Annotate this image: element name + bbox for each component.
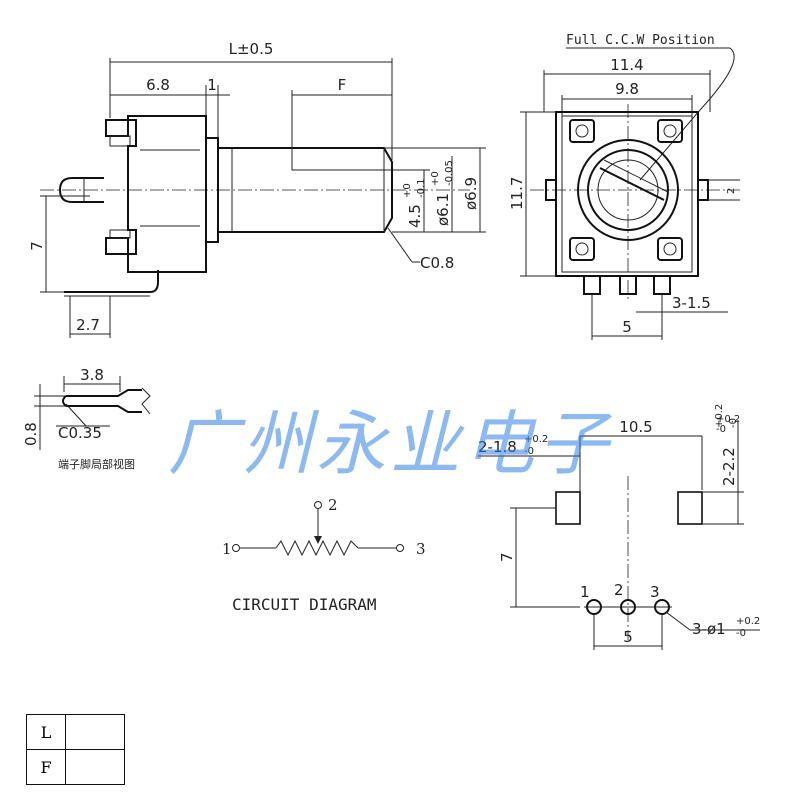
leader-holes xyxy=(665,611,691,631)
dim-tol-4-5-lower: -0.1 xyxy=(416,178,427,198)
front-shaft-flat-b xyxy=(603,159,669,193)
circuit-label-1: 1 xyxy=(222,540,232,558)
side-terminal-bottom-b xyxy=(109,229,131,239)
front-hole-br xyxy=(657,237,683,261)
dim-label-1: 1 xyxy=(207,76,217,94)
dim-label-c0-8: C0.8 xyxy=(420,254,454,272)
dim-label-pcb-pitch: 5 xyxy=(623,628,633,646)
dim-tol-slot-right-lower: -0 xyxy=(728,418,739,428)
terminal-profile xyxy=(66,389,142,413)
resistor-zigzag xyxy=(275,539,359,557)
dim-label-0-8: 0.8 xyxy=(22,422,40,446)
pcb-slot-right xyxy=(677,491,703,525)
table-value-l xyxy=(65,714,125,750)
circuit-diagram: 1 2 3 CIRCUIT DIAGRAM xyxy=(222,496,426,614)
front-pin-1 xyxy=(583,275,601,295)
dim-tol-10-5-lower: -0 xyxy=(716,424,726,435)
dim-tol-slot-left-upper: +0.2 xyxy=(524,434,548,445)
side-flange xyxy=(205,137,219,243)
table-row: L xyxy=(26,714,125,750)
side-shaft xyxy=(218,147,393,233)
front-hole-tr xyxy=(657,119,683,143)
dim-label-6-1: ø6.1 xyxy=(434,193,452,226)
circuit-terminal-1 xyxy=(232,544,240,552)
side-view: L±0.5 6.8 1 F 7 2.7 4.5 +0 -0.1 ø6.1 +0 xyxy=(28,40,486,338)
dim-label-11-4: 11.4 xyxy=(610,56,643,74)
dim-label-3-8: 3.8 xyxy=(80,366,104,384)
pcb-layout: 10.5 +0.2 -0 2-1.8 +0.2 -0 2-2.2 +0.2 -0… xyxy=(478,404,760,650)
dim-label-7: 7 xyxy=(28,241,46,251)
dim-label-11-7: 11.7 xyxy=(508,177,526,210)
pcb-pin-label-2: 2 xyxy=(614,581,624,599)
circuit-terminal-3 xyxy=(396,544,404,552)
dim-tol-10-5-upper: +0.2 xyxy=(716,414,740,425)
pcb-pin-label-1: 1 xyxy=(580,583,590,601)
front-pin-2 xyxy=(619,275,637,295)
leader-c0-8 xyxy=(387,227,413,263)
dim-tol-slot-right-upper: +0.2 xyxy=(714,404,725,428)
front-hole-br-circle xyxy=(663,242,677,256)
table-key-f: F xyxy=(26,749,66,785)
dim-tol-6-1-upper: +0 xyxy=(430,171,441,186)
dim-label-2-7: 2.7 xyxy=(76,316,100,334)
front-body-inner xyxy=(561,115,693,273)
dim-label-f: F xyxy=(338,76,347,94)
ccw-leader xyxy=(639,47,735,181)
terminal-tip xyxy=(62,395,67,407)
side-terminal-top-b xyxy=(109,135,131,147)
terminal-detail: 3.8 0.8 C0.35 端子脚局部视图 xyxy=(22,366,151,471)
terminal-break xyxy=(141,387,151,415)
front-shaft-flat xyxy=(599,167,665,201)
leader-c0-35 xyxy=(65,403,87,427)
pcb-slot-left xyxy=(555,491,581,525)
dim-label-holes: 3-ø1 xyxy=(692,620,726,638)
dim-label-4-5: 4.5 xyxy=(406,204,424,228)
dim-label-pin-width: 3-1.5 xyxy=(672,294,711,312)
dim-label-slot-right: 2-2.2 xyxy=(720,447,738,486)
lf-table: L F xyxy=(26,714,125,785)
dim-label-10-5: 10.5 xyxy=(619,418,652,436)
front-hole-tl-circle xyxy=(575,124,589,138)
side-body xyxy=(127,115,207,273)
circuit-label-3: 3 xyxy=(416,540,426,558)
pcb-pin-label-3: 3 xyxy=(650,583,660,601)
terminal-caption: 端子脚局部视图 xyxy=(58,457,135,471)
dim-label-6-9: ø6.9 xyxy=(462,177,480,210)
watermark: 广州永业电子 xyxy=(168,403,612,485)
dim-label-l: L±0.5 xyxy=(229,40,274,58)
side-knob-stub xyxy=(58,177,104,203)
table-row: F xyxy=(26,749,125,785)
front-view: Full C.C.W Position 11.4 9.8 xyxy=(508,33,740,340)
front-hole-tr-circle xyxy=(663,124,677,138)
ccw-note: Full C.C.W Position xyxy=(566,33,715,48)
dim-tol-holes-upper: +0.2 xyxy=(736,616,760,627)
dim-label-slot-left: 2-1.8 xyxy=(478,438,517,456)
front-pin-3 xyxy=(653,275,671,295)
table-key-l: L xyxy=(26,714,66,750)
side-terminal-top xyxy=(105,119,129,137)
dim-label-c0-35: C0.35 xyxy=(58,424,102,442)
dim-tol-holes-lower: -0 xyxy=(736,628,746,639)
front-hole-bl xyxy=(569,237,595,261)
dim-tol-4-5-upper: +0 xyxy=(402,183,413,198)
dim-label-pitch: 5 xyxy=(622,318,632,336)
front-hole-bl-circle xyxy=(575,242,589,256)
dim-label-9-8: 9.8 xyxy=(615,80,639,98)
front-hole-tl xyxy=(569,119,595,143)
dim-label-6-8: 6.8 xyxy=(146,76,170,94)
circuit-label-2: 2 xyxy=(328,496,338,514)
circuit-caption: CIRCUIT DIAGRAM xyxy=(232,595,377,614)
dim-tol-slot-left-lower: -0 xyxy=(524,446,534,457)
side-mount-leg xyxy=(64,270,159,293)
dim-label-7-pcb: 7 xyxy=(498,552,516,562)
table-value-f xyxy=(65,749,125,785)
side-terminal-bottom xyxy=(105,237,129,255)
dim-label-tab: 2 xyxy=(726,188,737,194)
dim-tol-6-1-lower: -0.05 xyxy=(444,160,455,186)
wiper-arrow xyxy=(314,536,322,544)
circuit-terminal-2 xyxy=(314,501,322,509)
